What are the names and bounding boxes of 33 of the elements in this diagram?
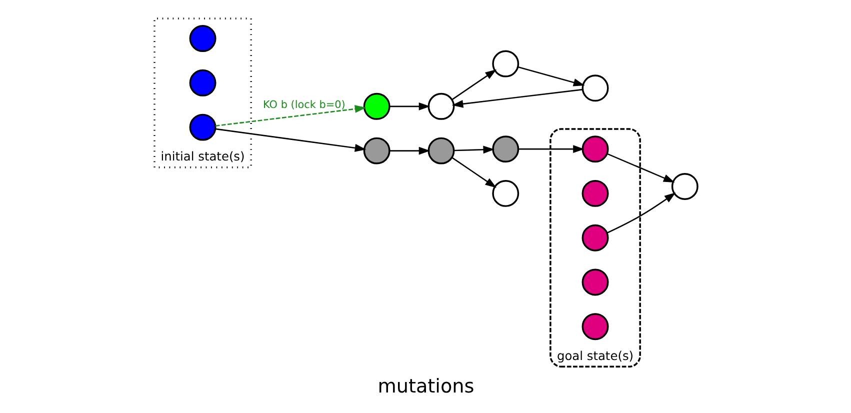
arrow [518,145,584,154]
arrow [606,192,676,234]
arrow [451,69,496,100]
cluster: initial state(s) [153,18,252,168]
node-circle [581,268,608,296]
arrow [388,102,430,110]
node-circle [581,180,608,207]
node-circle [492,50,519,78]
arrow [214,128,366,152]
node-circle [188,69,216,96]
node-circle [670,173,698,200]
node-circle [362,137,390,164]
arrow [451,157,496,188]
arrow [453,146,494,154]
arrow [451,88,582,108]
arrow [214,105,366,127]
node-circle [427,137,454,164]
cluster: goal state(s) [549,128,640,368]
node-circle [581,74,608,102]
node-circle [188,25,216,52]
node-circle [581,136,608,163]
node-circle [362,92,390,120]
arrow [388,146,430,155]
node-circle [581,224,608,252]
node-circle [492,136,519,163]
node-circle [581,313,608,340]
arrow [517,66,584,86]
arrow [606,153,674,183]
node-circle [427,92,454,120]
edge-label: KO b (lock b=0) [262,98,345,111]
caption: mutations [377,374,474,398]
node-circle [492,180,519,207]
node-circle [188,114,216,141]
